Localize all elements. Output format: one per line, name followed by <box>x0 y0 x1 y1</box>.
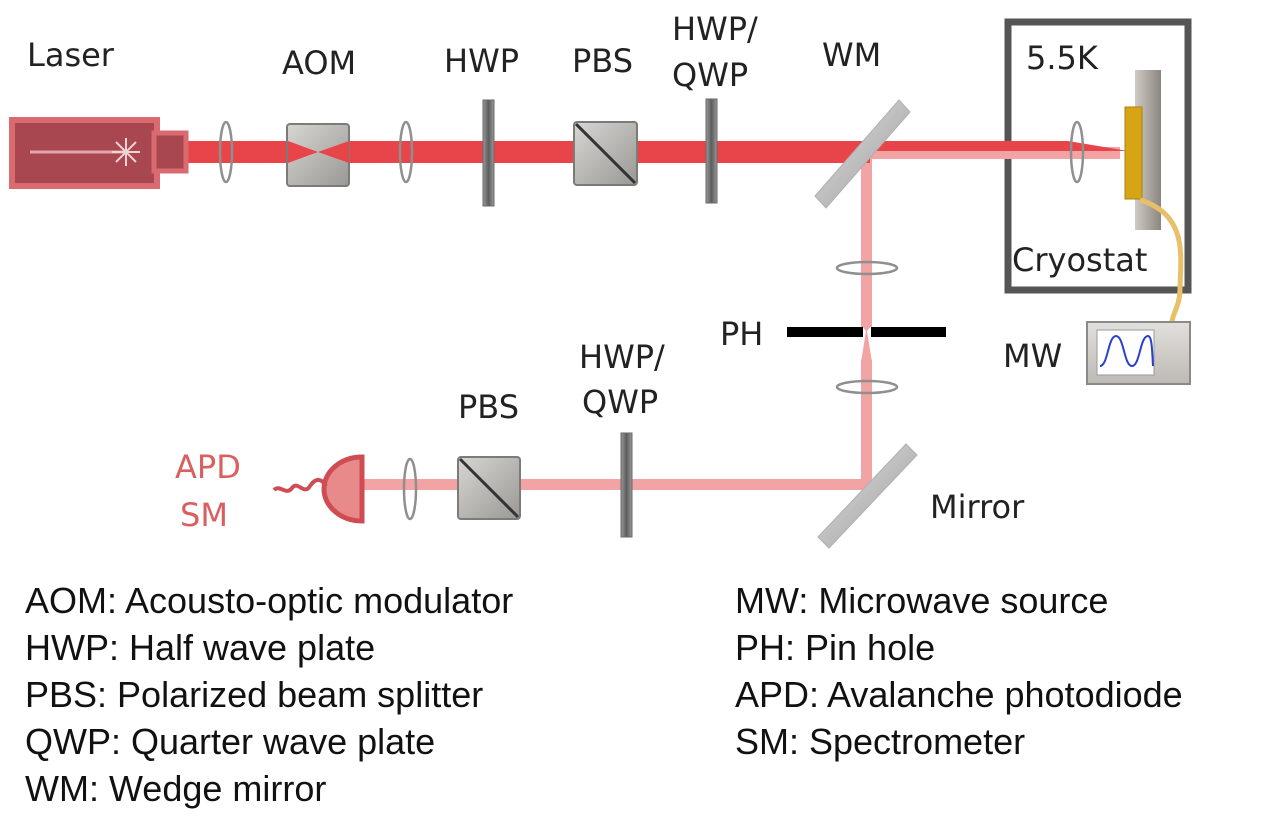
label-wm: WM <box>822 36 881 74</box>
aom-crystal <box>286 123 350 187</box>
sample <box>1124 106 1143 200</box>
microwave-source <box>1086 321 1191 385</box>
pinhole-left <box>787 327 863 337</box>
label-mirror: Mirror <box>930 488 1025 526</box>
microwave-cable <box>1139 197 1184 323</box>
legend-item: SM: Spectrometer <box>735 721 1026 762</box>
label-cryostat: Cryostat <box>1012 241 1147 279</box>
hwp-qwp-plate-1 <box>705 98 718 204</box>
legend-item: HWP: Half wave plate <box>25 627 376 668</box>
lens-5 <box>402 457 418 521</box>
mirror-bottom <box>817 443 918 549</box>
label-mw: MW <box>1003 337 1062 375</box>
legend-item: AOM: Acousto-optic modulator <box>25 580 514 621</box>
label-temperature: 5.5K <box>1026 39 1099 77</box>
pbs-cube-1 <box>573 121 638 186</box>
apd-detector <box>272 454 365 524</box>
legend-item: APD: Avalanche photodiode <box>735 674 1183 715</box>
hwp-qwp-plate-2 <box>620 432 633 538</box>
label-hwp: HWP <box>444 42 519 80</box>
label-apd: APD <box>175 448 241 486</box>
lens-2 <box>398 120 414 184</box>
label-hwp-qwp-2-line2: QWP <box>582 383 658 421</box>
pinhole-right <box>871 327 946 337</box>
label-pbs-1: PBS <box>572 42 633 80</box>
label-hwp-qwp-1-line1: HWP/ <box>672 10 758 48</box>
legend-item: MW: Microwave source <box>735 580 1109 621</box>
objective-lens <box>1069 120 1085 184</box>
label-pbs-2: PBS <box>458 388 519 426</box>
legend-item: QWP: Quarter wave plate <box>25 721 436 762</box>
legend-item: WM: Wedge mirror <box>25 768 327 809</box>
legend-left: AOM: Acousto-optic modulator HWP: Half w… <box>25 577 513 812</box>
pbs-cube-2 <box>457 456 521 520</box>
lens-3 <box>835 260 899 276</box>
lens-1 <box>218 120 234 184</box>
label-hwp-qwp-1-line2: QWP <box>672 56 748 94</box>
label-hwp-qwp-2-line1: HWP/ <box>579 338 665 376</box>
legend-item: PBS: Polarized beam splitter <box>25 674 484 715</box>
legend-item: PH: Pin hole <box>735 627 936 668</box>
hwp-plate-1 <box>482 99 495 207</box>
lens-4 <box>835 379 899 395</box>
label-aom: AOM <box>282 44 356 82</box>
wedge-mirror <box>814 99 911 209</box>
laser-source <box>9 117 189 189</box>
label-laser: Laser <box>27 36 115 74</box>
label-sm: SM <box>180 496 228 534</box>
fiber-icon <box>272 478 328 493</box>
label-ph: PH <box>720 315 763 353</box>
legend-right: MW: Microwave source PH: Pin hole APD: A… <box>735 577 1183 765</box>
